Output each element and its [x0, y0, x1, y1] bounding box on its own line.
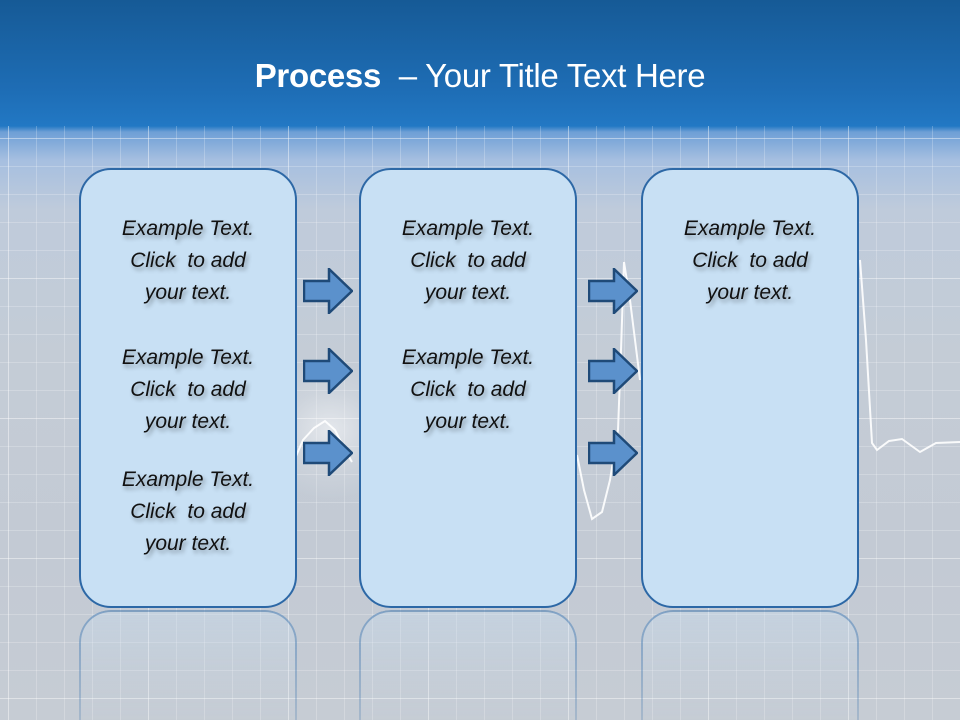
right-arrow-icon[interactable]: [303, 268, 353, 314]
title-bold-part: Process: [254, 57, 382, 94]
text-line: Example Text.: [121, 346, 255, 369]
right-arrow-icon[interactable]: [303, 348, 353, 394]
box-reflection: [359, 610, 577, 720]
process-box-2[interactable]: Example Text. Click to add your text. Exam…: [359, 168, 577, 608]
text-line: Click to add: [692, 249, 808, 272]
text-line: Click to add: [410, 378, 526, 401]
text-line: your text.: [144, 281, 232, 304]
text-line: Click to add: [410, 249, 526, 272]
process-box-3[interactable]: Example Text. Click to add your text.: [641, 168, 859, 608]
slide-title[interactable]: Process – Your Title Text Here: [0, 50, 960, 102]
text-line: your text.: [706, 281, 794, 304]
text-line: Example Text.: [121, 468, 255, 491]
text-line: Click to add: [130, 249, 246, 272]
text-line: Click to add: [130, 378, 246, 401]
right-arrow-icon[interactable]: [588, 268, 638, 314]
text-line: your text.: [424, 281, 512, 304]
process-box-1[interactable]: Example Text. Click to add your text. Exam…: [79, 168, 297, 608]
text-line: your text.: [424, 410, 512, 433]
text-line: Click to add: [130, 500, 246, 523]
text-block[interactable]: Example Text. Click to add your text.: [643, 213, 857, 309]
title-rest-part: – Your Title Text Here: [381, 57, 706, 94]
text-block[interactable]: Example Text. Click to add your text.: [361, 342, 575, 438]
text-block[interactable]: Example Text. Click to add your text.: [81, 464, 295, 560]
text-line: Example Text.: [683, 217, 817, 240]
text-line: Example Text.: [401, 217, 535, 240]
text-block[interactable]: Example Text. Click to add your text.: [81, 213, 295, 309]
text-line: your text.: [144, 410, 232, 433]
text-block[interactable]: Example Text. Click to add your text.: [361, 213, 575, 309]
text-line: Example Text.: [121, 217, 255, 240]
right-arrow-icon[interactable]: [588, 348, 638, 394]
text-line: your text.: [144, 532, 232, 555]
right-arrow-icon[interactable]: [303, 430, 353, 476]
text-block[interactable]: Example Text. Click to add your text.: [81, 342, 295, 438]
box-reflection: [79, 610, 297, 720]
text-line: Example Text.: [401, 346, 535, 369]
box-reflection: [641, 610, 859, 720]
right-arrow-icon[interactable]: [588, 430, 638, 476]
